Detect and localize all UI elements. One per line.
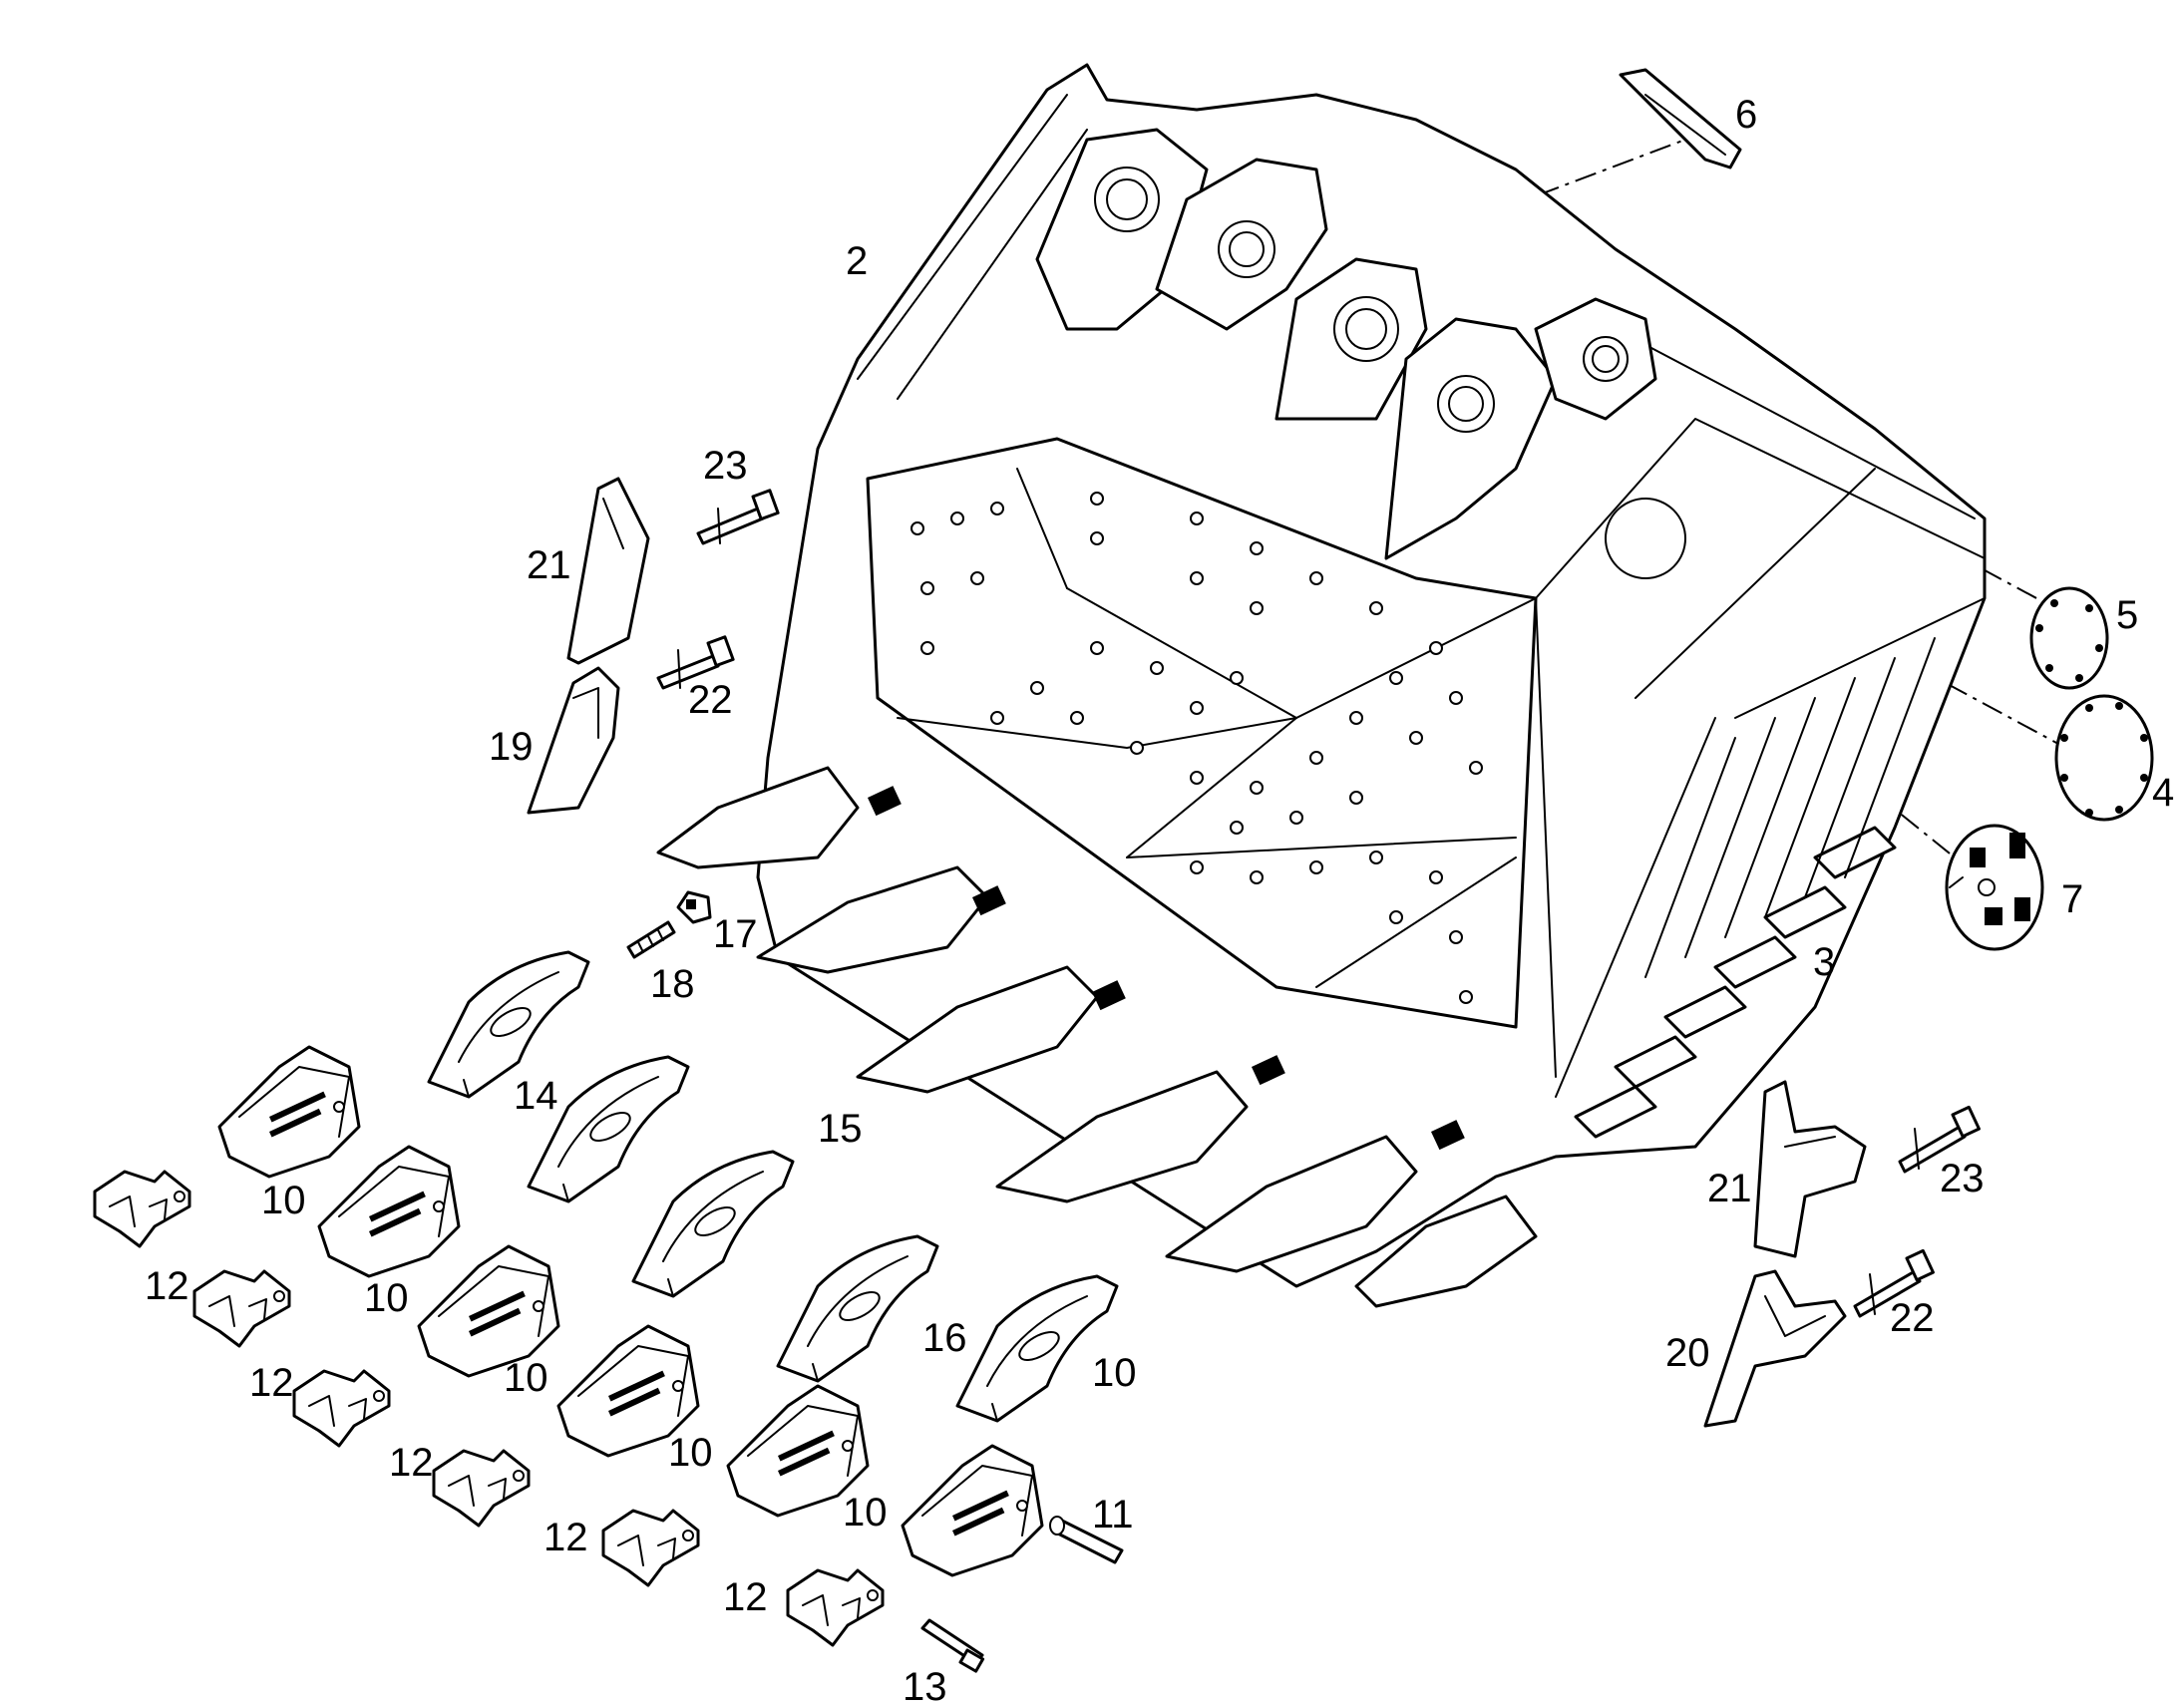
side-wear-bars xyxy=(1574,637,1936,1139)
side-shroud-20 xyxy=(1703,1269,1847,1428)
locks-12 xyxy=(93,1170,885,1647)
cover-plate-4 xyxy=(2054,694,2154,822)
callout-12: 12 xyxy=(723,1575,768,1619)
callout-12: 12 xyxy=(544,1516,588,1559)
callout-21: 21 xyxy=(1707,1167,1752,1210)
link-lugs xyxy=(1035,128,1686,579)
callout-10: 10 xyxy=(843,1491,888,1535)
callout-11: 11 xyxy=(1092,1493,1134,1537)
callout-4: 4 xyxy=(2152,771,2174,815)
bolt-23-right xyxy=(1898,1105,1981,1174)
callout-12: 12 xyxy=(249,1361,294,1405)
callout-16: 16 xyxy=(922,1316,967,1360)
callout-19: 19 xyxy=(489,725,534,769)
wear-plate-21-left xyxy=(566,477,650,665)
cutting-edge-adapters xyxy=(656,766,1538,1308)
pin-18 xyxy=(626,920,676,959)
plate-6 xyxy=(1619,68,1742,170)
bolt-22-right xyxy=(1853,1248,1935,1318)
bucket-body xyxy=(656,63,1987,1308)
callout-6: 6 xyxy=(1735,93,1757,137)
callout-23: 23 xyxy=(703,444,748,488)
callout-3: 3 xyxy=(1813,940,1835,984)
callout-10: 10 xyxy=(261,1179,306,1222)
bolt-22-left xyxy=(656,635,735,690)
callout-22: 22 xyxy=(1890,1296,1935,1340)
teeth-10 xyxy=(217,1045,1044,1577)
callout-labels: 2 3 4 5 6 7 10 10 10 10 10 10 11 12 12 1… xyxy=(145,93,2174,1708)
callout-18: 18 xyxy=(650,962,695,1006)
callout-10: 10 xyxy=(668,1431,713,1475)
callout-21: 21 xyxy=(527,543,571,587)
pin-11 xyxy=(1049,1516,1124,1564)
pin-13 xyxy=(920,1618,985,1673)
callout-10: 10 xyxy=(364,1276,409,1320)
callout-2: 2 xyxy=(846,239,868,283)
callout-5: 5 xyxy=(2116,593,2138,637)
callout-14: 14 xyxy=(514,1074,558,1118)
callout-13: 13 xyxy=(903,1665,947,1708)
liner-bolt-holes xyxy=(910,492,1483,1004)
plate-7 xyxy=(1945,824,2044,951)
callout-15: 15 xyxy=(818,1107,863,1151)
callout-7: 7 xyxy=(2061,877,2083,921)
callout-12: 12 xyxy=(145,1264,189,1308)
callout-10: 10 xyxy=(504,1356,548,1400)
callout-17: 17 xyxy=(713,912,758,956)
retainer-17 xyxy=(676,890,712,924)
callout-10: 10 xyxy=(1092,1351,1137,1395)
bolt-23-left xyxy=(696,489,780,545)
callout-23: 23 xyxy=(1940,1157,1985,1200)
wear-plate-21-right xyxy=(1753,1080,1867,1258)
callout-22: 22 xyxy=(688,678,733,722)
side-shroud-19 xyxy=(527,666,620,815)
cover-plate-5 xyxy=(2029,586,2109,690)
callout-12: 12 xyxy=(389,1441,434,1485)
callout-20: 20 xyxy=(1665,1331,1710,1375)
